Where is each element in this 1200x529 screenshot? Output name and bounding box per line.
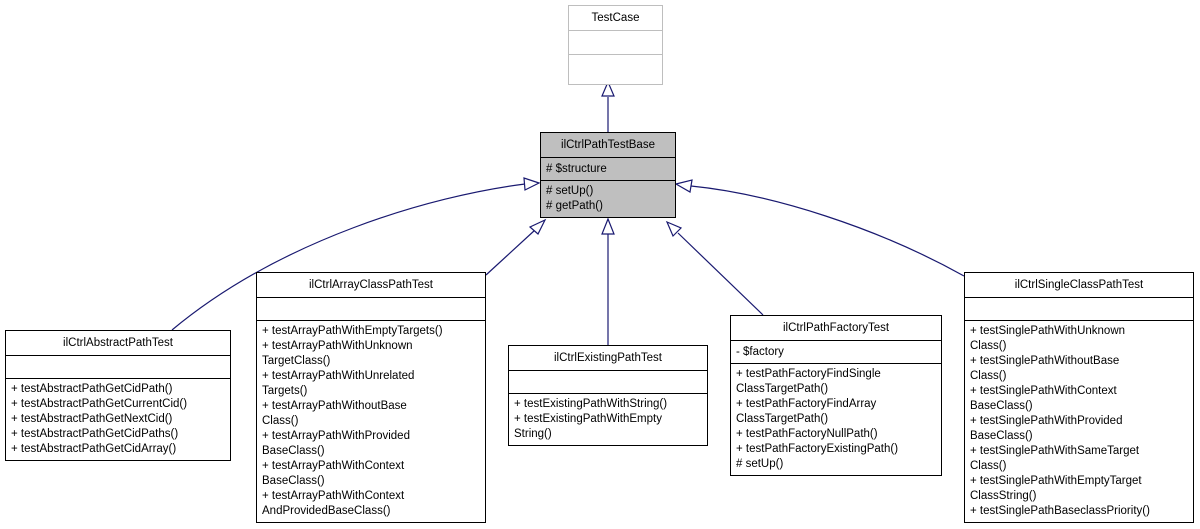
member-line: + testArrayPathWithContext <box>262 460 405 472</box>
member-line: + testAbstractPathGetCidPath() <box>11 383 173 395</box>
member-line: ClassString() <box>970 490 1037 502</box>
member-line: String() <box>514 428 552 440</box>
class-box-ilctrlpathfactorytest[interactable]: ilCtrlPathFactoryTest - $factory + testP… <box>730 315 942 476</box>
member-line: BaseClass() <box>970 430 1033 442</box>
class-methods-section: + testArrayPathWithEmptyTargets() + testA… <box>257 321 485 522</box>
class-title: ilCtrlArrayClassPathTest <box>257 273 485 298</box>
inheritance-arrowhead <box>523 177 541 191</box>
inheritance-arrowhead <box>601 80 615 97</box>
member-line: + testSinglePathWithProvided <box>970 415 1123 427</box>
member-line: Class() <box>970 460 1007 472</box>
class-title: ilCtrlAbstractPathTest <box>6 331 230 356</box>
class-title: ilCtrlExistingPathTest <box>509 346 707 371</box>
member-line: + testSinglePathWithSameTarget <box>970 445 1140 457</box>
member-line: + testSinglePathWithEmptyTarget <box>970 475 1142 487</box>
member-line: + testPathFactoryNullPath() <box>736 428 878 440</box>
member-line: + testSinglePathWithUnknown <box>970 325 1126 337</box>
member-line: # $structure <box>546 163 607 175</box>
class-attributes-section <box>509 371 707 394</box>
member-line: + testExistingPathWithEmpty <box>514 413 662 425</box>
member-line: + testSinglePathBaseclassPriority() <box>970 505 1150 517</box>
class-title: ilCtrlPathFactoryTest <box>731 316 941 341</box>
member-line: BaseClass() <box>262 445 325 457</box>
member-line: ClassTargetPath() <box>736 413 829 425</box>
class-box-testcase: TestCase <box>568 5 663 85</box>
member-line: + testAbstractPathGetCidArray() <box>11 443 177 455</box>
class-methods-section: # setUp() # getPath() <box>541 181 675 217</box>
member-line: # getPath() <box>546 200 603 212</box>
class-methods-section: + testExistingPathWithString() + testExis… <box>509 394 707 445</box>
class-box-ilctrlsingleclasspathtest[interactable]: ilCtrlSingleClassPathTest + testSinglePa… <box>964 272 1194 523</box>
class-methods-section <box>569 55 662 84</box>
member-line: + testPathFactoryFindArray <box>736 398 877 410</box>
member-line: + testAbstractPathGetCurrentCid() <box>11 398 188 410</box>
member-line: + testAbstractPathGetCidPaths() <box>11 428 179 440</box>
member-line: + testArrayPathWithContext <box>262 490 405 502</box>
member-line: + testArrayPathWithUnrelated <box>262 370 415 382</box>
inheritance-arrowhead <box>601 217 615 235</box>
inheritance-edge-array-to-base <box>485 229 536 276</box>
inheritance-arrowhead <box>674 179 693 193</box>
inheritance-edge-single-to-base <box>690 185 965 277</box>
member-line: Class() <box>262 415 299 427</box>
member-line: + testPathFactoryExistingPath() <box>736 443 899 455</box>
member-line: ClassTargetPath() <box>736 383 829 395</box>
class-attributes-section: - $factory <box>731 341 941 364</box>
member-line: # setUp() <box>736 458 784 470</box>
class-title: ilCtrlSingleClassPathTest <box>965 273 1193 298</box>
inheritance-arrowhead <box>665 220 683 238</box>
member-line: Targets() <box>262 385 308 397</box>
member-line: + testExistingPathWithString() <box>514 398 668 410</box>
member-line: + testArrayPathWithProvided <box>262 430 410 442</box>
member-line: BaseClass() <box>262 475 325 487</box>
member-line: BaseClass() <box>970 400 1033 412</box>
inheritance-arrowhead <box>528 218 547 235</box>
class-box-ilctrlpathtestbase: ilCtrlPathTestBase # $structure # setUp(… <box>540 132 676 218</box>
inheritance-edge-factory-to-base <box>677 232 764 316</box>
inheritance-edge-abstract-to-base <box>171 183 526 331</box>
member-line: AndProvidedBaseClass() <box>262 505 391 517</box>
class-box-ilctrlabstractpathtest[interactable]: ilCtrlAbstractPathTest + testAbstractPat… <box>5 330 231 461</box>
class-attributes-section <box>6 356 230 379</box>
class-attributes-section <box>257 298 485 321</box>
member-line: + testArrayPathWithoutBase <box>262 400 407 412</box>
class-title: ilCtrlPathTestBase <box>541 133 675 158</box>
member-line: + testPathFactoryFindSingle <box>736 368 881 380</box>
member-line: Class() <box>970 370 1007 382</box>
class-methods-section: + testAbstractPathGetCidPath() + testAbst… <box>6 379 230 460</box>
class-attributes-section <box>569 31 662 55</box>
class-attributes-section <box>965 298 1193 321</box>
member-line: + testAbstractPathGetNextCid() <box>11 413 173 425</box>
member-line: TargetClass() <box>262 355 331 367</box>
member-line: Class() <box>970 340 1007 352</box>
class-title: TestCase <box>569 6 662 31</box>
member-line: + testArrayPathWithUnknown <box>262 340 413 352</box>
class-box-ilctrlexistingpathtest[interactable]: ilCtrlExistingPathTest + testExistingPat… <box>508 345 708 446</box>
member-line: + testArrayPathWithEmptyTargets() <box>262 325 443 337</box>
member-line: # setUp() <box>546 185 594 197</box>
member-line: - $factory <box>736 346 784 358</box>
member-line: + testSinglePathWithoutBase <box>970 355 1120 367</box>
class-attributes-section: # $structure <box>541 158 675 181</box>
class-box-ilctrlarrayclasspathtest[interactable]: ilCtrlArrayClassPathTest + testArrayPath… <box>256 272 486 523</box>
member-line: + testSinglePathWithContext <box>970 385 1117 397</box>
